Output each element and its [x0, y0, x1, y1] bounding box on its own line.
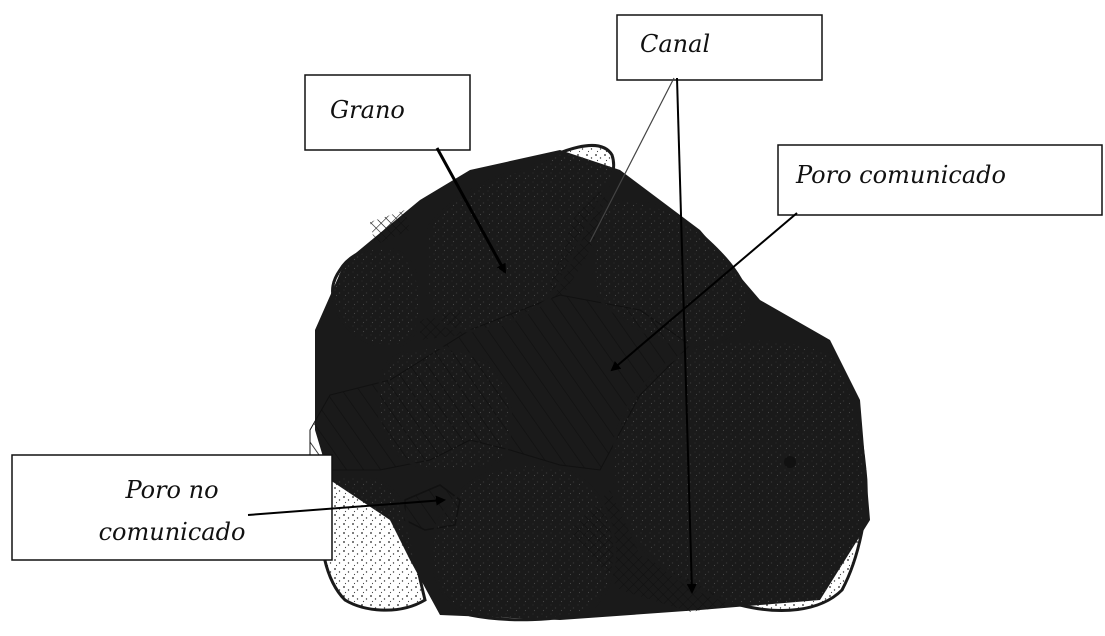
label-poro-no-line2: comunicado	[99, 518, 246, 546]
grain-left-middle	[378, 348, 510, 471]
label-poro-comunicado: Poro comunicado	[795, 161, 1006, 189]
grain-dark-spot	[784, 456, 796, 468]
label-grano: Grano	[330, 96, 405, 124]
label-poro-no-line1: Poro no	[124, 476, 218, 504]
label-canal: Canal	[640, 30, 710, 58]
